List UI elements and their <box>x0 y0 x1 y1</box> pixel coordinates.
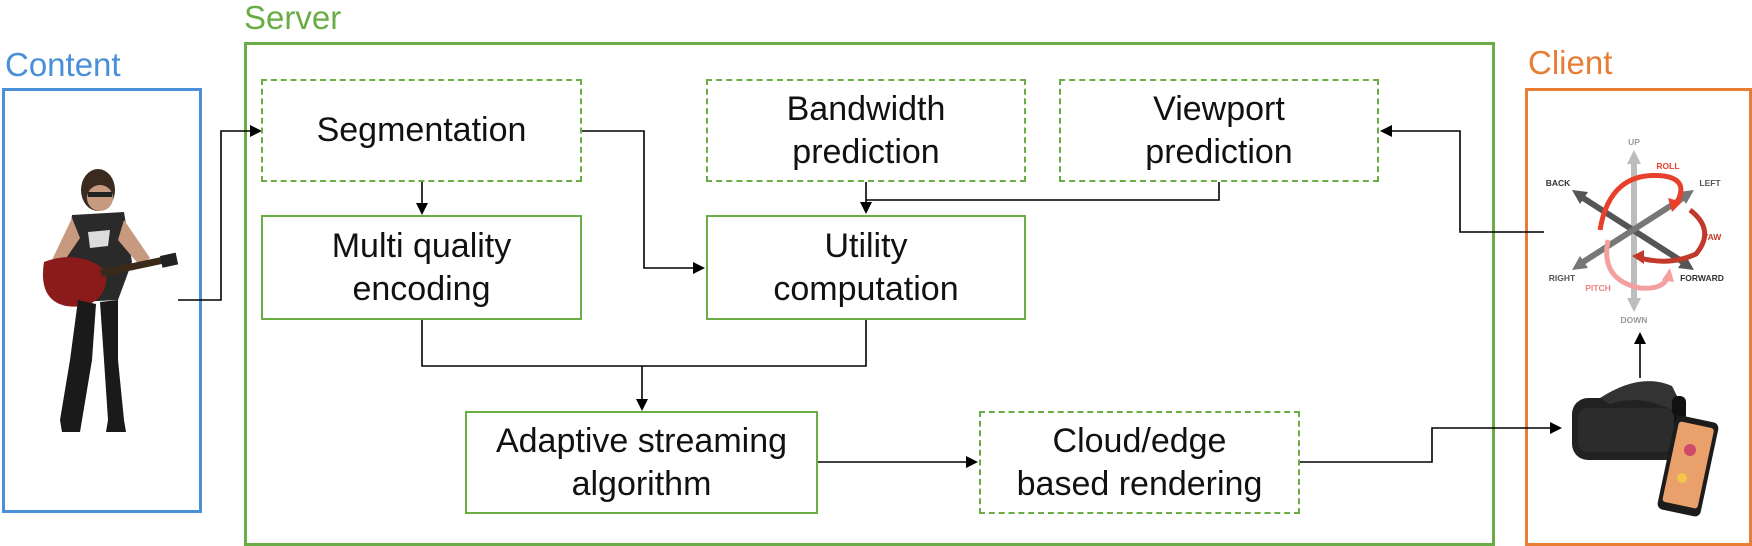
multi-quality-label-line1: Multi quality <box>331 226 512 265</box>
multi-quality-encoding-box: Multi quality encoding <box>261 215 582 320</box>
rendering-label-line1: Cloud/edge <box>1052 421 1227 460</box>
connector-content-segmentation <box>178 130 258 301</box>
arrowhead <box>693 262 705 274</box>
utility-label-line2: computation <box>773 269 959 308</box>
arrowhead <box>860 202 872 214</box>
axis-label-left: LEFT <box>1699 178 1721 188</box>
utility-computation-box: Utility computation <box>706 215 1026 320</box>
guitarist-figure <box>42 169 179 432</box>
axis-label-forward: FORWARD <box>1680 273 1724 283</box>
arrowhead <box>966 456 978 468</box>
arrowhead <box>416 203 428 215</box>
server-frame <box>244 42 1495 546</box>
client-frame <box>1525 88 1752 546</box>
axis-label-roll: ROLL <box>1656 161 1679 171</box>
arrowhead <box>250 125 262 137</box>
connector-client-viewport <box>1390 130 1544 233</box>
adaptive-label-line2: algorithm <box>571 464 712 503</box>
segmentation-box: Segmentation <box>261 79 582 182</box>
connector-viewport-utility <box>866 182 1220 201</box>
segmentation-label: Segmentation <box>316 111 527 149</box>
rotation-labels: UP DOWN BACK LEFT RIGHT FORWARD ROLL YAW… <box>1546 137 1724 325</box>
bandwidth-prediction-box: Bandwidth prediction <box>706 79 1026 182</box>
viewport-prediction-box: Viewport prediction <box>1059 79 1379 182</box>
rendering-label-line2: based rendering <box>1016 464 1263 503</box>
bandwidth-label-line1: Bandwidth <box>786 89 946 128</box>
arrowhead <box>636 399 648 411</box>
connector-rendering-headset <box>1300 427 1552 463</box>
arrowhead <box>1550 422 1562 434</box>
axis-label-back: BACK <box>1546 178 1571 188</box>
rotation-diagram <box>1572 150 1708 312</box>
adaptive-streaming-box: Adaptive streaming algorithm <box>465 411 818 514</box>
axis-label-right: RIGHT <box>1549 273 1576 283</box>
arrowhead <box>1634 332 1646 344</box>
cloud-edge-rendering-box: Cloud/edge based rendering <box>979 411 1300 514</box>
connector-multiquality-adaptive <box>421 320 867 367</box>
vr-headset-illustration <box>1572 381 1686 460</box>
multi-quality-label-line2: encoding <box>352 269 491 308</box>
client-label: Client <box>1528 44 1613 81</box>
content-label: Content <box>5 46 121 83</box>
axis-label-up: UP <box>1628 137 1640 147</box>
bandwidth-label-line2: prediction <box>792 132 940 171</box>
viewport-label-line1: Viewport <box>1153 89 1285 128</box>
viewport-label-line2: prediction <box>1145 132 1293 171</box>
adaptive-label-line1: Adaptive streaming <box>495 421 788 460</box>
arrowheads <box>250 125 1646 468</box>
axis-label-pitch: PITCH <box>1585 283 1611 293</box>
axis-label-yaw: YAW <box>1703 232 1723 242</box>
utility-label-line1: Utility <box>824 226 908 265</box>
axis-label-down: DOWN <box>1621 315 1648 325</box>
connectors <box>178 130 1641 463</box>
connector-segmentation-utility <box>582 130 698 269</box>
server-label: Server <box>244 0 342 36</box>
smartphone-illustration <box>1657 415 1719 517</box>
arrowhead <box>1380 125 1392 137</box>
